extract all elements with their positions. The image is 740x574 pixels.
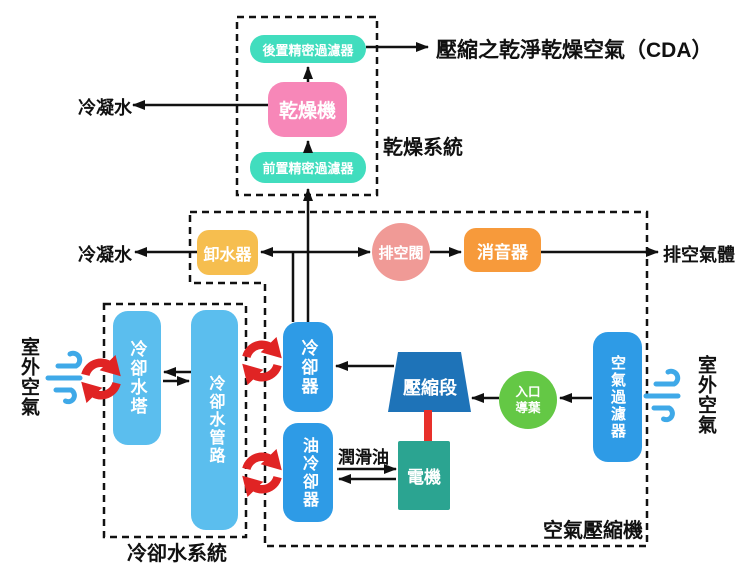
inlet-vane-line1: 入口 [515,384,541,399]
node-air-filter: 空氣過濾器 [593,332,642,462]
node-inlet-guide-vane: 入口 導葉 [499,371,557,429]
section-label-drying: 乾燥系統 [383,137,463,159]
node-water-drain: 卸水器 [197,230,258,275]
wind-icon [646,371,678,419]
node-oil-cooler-label: 油冷卻器 [300,436,317,509]
label-condensate-mid: 冷凝水 [78,245,132,265]
node-post-filter: 後置精密過濾器 [250,35,366,63]
node-vent-valve: 排空閥 [372,223,430,281]
recycle-arrow-icon [244,342,279,381]
label-outdoor-air-left: 室外空氣 [18,337,39,417]
node-oil-cooler: 油冷卻器 [283,423,333,522]
section-label-compressor: 空氣壓縮機 [543,520,643,542]
label-lubricant: 潤滑油 [338,448,389,467]
node-cooling-pipes-label: 冷卻水管路 [206,375,224,465]
node-compression-label: 壓縮段 [403,378,457,398]
node-motor: 電機 [398,441,450,510]
label-exhaust-gas: 排空氣體 [663,245,735,265]
wind-icon [48,353,80,401]
label-cda-output: 壓縮之乾淨乾燥空氣（CDA） [436,39,713,62]
node-pre-filter: 前置精密過濾器 [250,152,366,183]
node-dryer: 乾燥機 [268,82,347,137]
section-label-cooling: 冷卻水系統 [127,543,227,565]
node-cooling-pipes: 冷卻水管路 [191,310,238,530]
node-cooler: 冷卻器 [283,322,333,412]
node-air-filter-label: 空氣過濾器 [609,354,626,440]
inlet-vane-line2: 導葉 [515,401,541,415]
label-condensate-top: 冷凝水 [78,98,132,118]
label-outdoor-air-right: 室外空氣 [695,355,716,435]
node-muffler: 消音器 [464,228,541,272]
node-cooling-tower-label: 冷卻水塔 [127,340,147,416]
compression-motor-shaft [424,410,432,443]
node-cooling-tower: 冷卻水塔 [113,311,161,445]
recycle-arrow-icon [244,454,279,493]
node-cooler-label: 冷卻器 [298,338,318,396]
